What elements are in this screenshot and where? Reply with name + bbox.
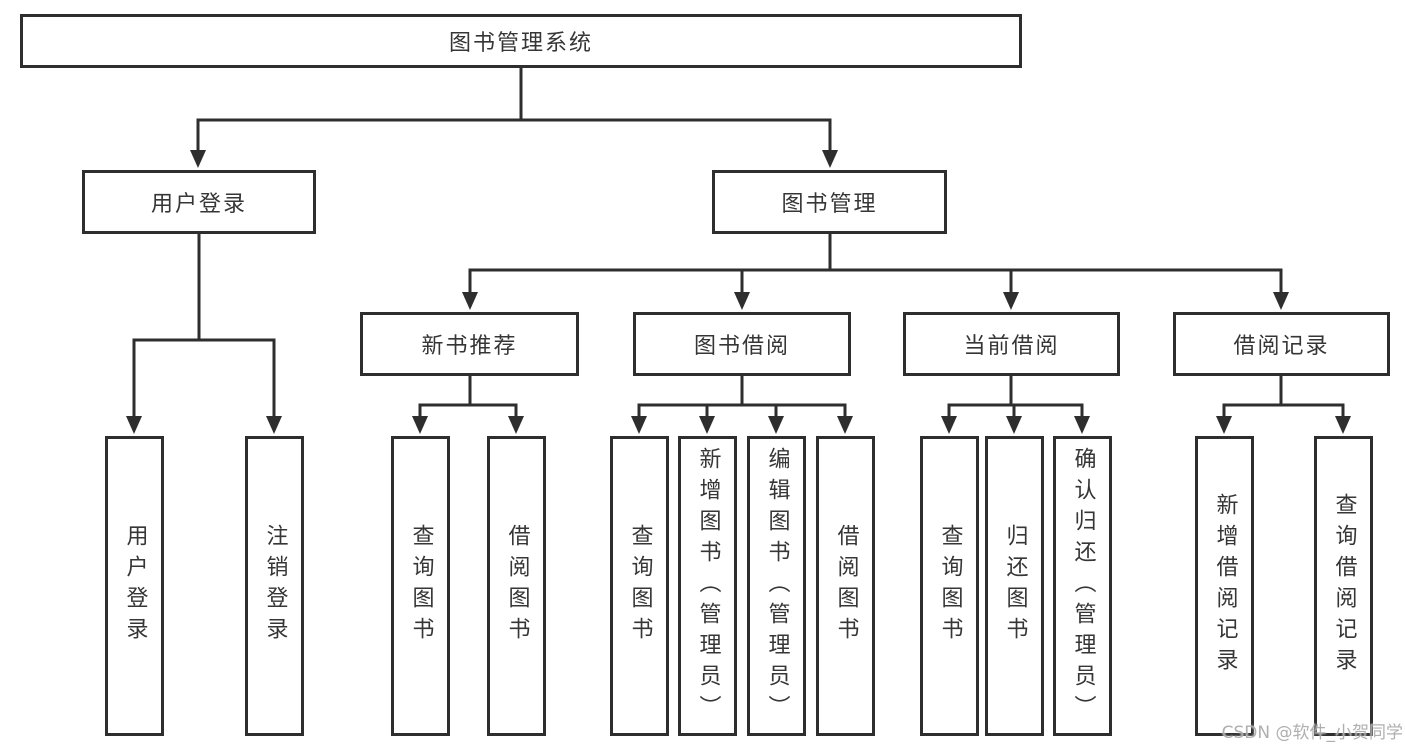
edge-bookmgmt-to-level3 <box>468 234 1283 294</box>
arrowhead <box>734 292 750 310</box>
arrowhead <box>941 416 957 434</box>
arrowheads <box>126 150 1351 434</box>
arrowhead <box>631 416 647 434</box>
node-label: 借阅记录 <box>1233 334 1330 359</box>
arrowhead <box>1216 416 1232 434</box>
leaf-user-login: 用户登录 <box>105 436 164 736</box>
leaf-borrow-books: 借阅图书 <box>816 436 875 736</box>
arrowhead <box>837 416 853 434</box>
leaf-label: 借阅图书 <box>504 524 530 648</box>
node-label: 图书借阅 <box>693 334 790 359</box>
leaf-add-books-admin: 新增图书（管理员） <box>678 436 737 736</box>
node-book-management: 图书管理 <box>712 170 947 234</box>
leaf-query-books-recommend: 查询图书 <box>391 436 450 736</box>
leaf-label: 借阅图书 <box>833 524 859 648</box>
leaf-label: 查询图书 <box>408 524 434 648</box>
arrowhead <box>1003 292 1019 310</box>
node-user-login: 用户登录 <box>82 170 316 234</box>
leaf-confirm-return-admin: 确认归还（管理员） <box>1053 436 1112 736</box>
leaf-borrow-books-recommend: 借阅图书 <box>487 436 546 736</box>
node-label: 当前借阅 <box>963 334 1060 359</box>
node-library-management-system: 图书管理系统 <box>20 14 1022 68</box>
arrowhead <box>462 292 478 310</box>
node-label: 图书管理 <box>781 192 878 217</box>
leaf-label: 编辑图书（管理员） <box>764 446 790 726</box>
arrowhead <box>768 416 784 434</box>
node-label: 新书推荐 <box>421 334 518 359</box>
leaf-edit-books-admin: 编辑图书（管理员） <box>747 436 806 736</box>
leaf-logout-login: 注销登录 <box>245 436 304 736</box>
leaf-label: 确认归还（管理员） <box>1070 446 1096 726</box>
leaf-label: 查询图书 <box>937 524 963 648</box>
leaf-label: 用户登录 <box>122 524 148 648</box>
leaf-label: 注销登录 <box>262 524 288 648</box>
connector-paths <box>132 68 1345 420</box>
arrowhead <box>508 416 524 434</box>
arrowhead <box>1006 416 1022 434</box>
leaf-add-borrow-record: 新增借阅记录 <box>1195 436 1254 736</box>
arrowhead <box>1335 416 1351 434</box>
edge-newbook-to-leaves <box>418 376 518 420</box>
leaf-query-books-borrow: 查询图书 <box>610 436 669 736</box>
leaf-query-borrow-record: 查询借阅记录 <box>1314 436 1373 736</box>
node-new-book-recommendation: 新书推荐 <box>360 312 579 376</box>
leaf-return-books: 归还图书 <box>985 436 1044 736</box>
node-label: 用户登录 <box>150 192 247 217</box>
leaf-label: 归还图书 <box>1002 524 1028 648</box>
arrowhead <box>190 150 206 168</box>
leaf-label: 查询图书 <box>627 524 653 648</box>
arrowhead <box>266 416 282 434</box>
node-current-borrowing: 当前借阅 <box>903 312 1120 376</box>
arrowhead <box>1074 416 1090 434</box>
edge-currentborrow-to-leaves <box>947 376 1084 420</box>
node-book-borrowing: 图书借阅 <box>633 312 851 376</box>
node-borrowing-records: 借阅记录 <box>1173 312 1390 376</box>
edge-root-to-level2 <box>196 68 832 152</box>
arrowhead <box>126 416 142 434</box>
leaf-label: 新增图书（管理员） <box>695 446 721 726</box>
leaf-query-books-current: 查询图书 <box>920 436 979 736</box>
edge-userlogin-to-leaves <box>132 234 276 420</box>
node-label: 图书管理系统 <box>448 31 593 56</box>
edge-borrowrecord-to-leaves <box>1222 376 1345 420</box>
arrowhead <box>412 416 428 434</box>
arrowhead <box>822 150 838 168</box>
arrowhead <box>1273 292 1289 310</box>
arrowhead <box>699 416 715 434</box>
leaf-label: 新增借阅记录 <box>1212 493 1238 679</box>
watermark-text: CSDN @软件_小贺同学 <box>1221 723 1403 743</box>
edge-bookborrow-to-leaves <box>637 376 847 420</box>
leaf-label: 查询借阅记录 <box>1331 493 1357 679</box>
